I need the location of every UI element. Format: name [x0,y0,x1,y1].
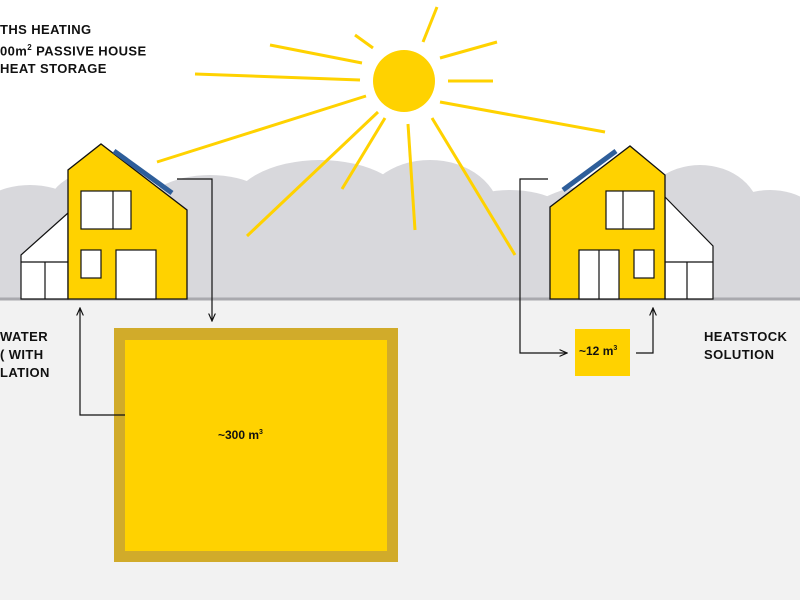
window [80,249,102,279]
solar-panel-icon [561,148,618,193]
intro-text: THS HEATING 00m2 PASSIVE HOUSE HEAT STOR… [0,21,147,78]
intro-line-2: 00m2 PASSIVE HOUSE [0,43,147,59]
arrow-icon [519,178,653,353]
intro-line-3: HEAT STORAGE [0,61,107,77]
large-storage-tank [114,328,398,562]
window [80,190,132,230]
large-tank-volume: ~300 m3 [218,428,263,442]
window [605,190,655,230]
solar-panel-icon [112,148,174,196]
door [115,249,157,300]
sun-icon [156,6,606,256]
window [633,249,655,279]
right-house [549,145,714,300]
arrow-icon [80,178,212,416]
left-caption: WATER ( WITH LATION [0,329,50,380]
right-caption: HEATSTOCK SOLUTION [704,329,788,362]
small-storage-tank [575,329,630,376]
left-house [20,143,188,300]
small-tank-volume: ~12 m3 [579,344,618,358]
intro-line-1: THS HEATING [0,22,92,37]
